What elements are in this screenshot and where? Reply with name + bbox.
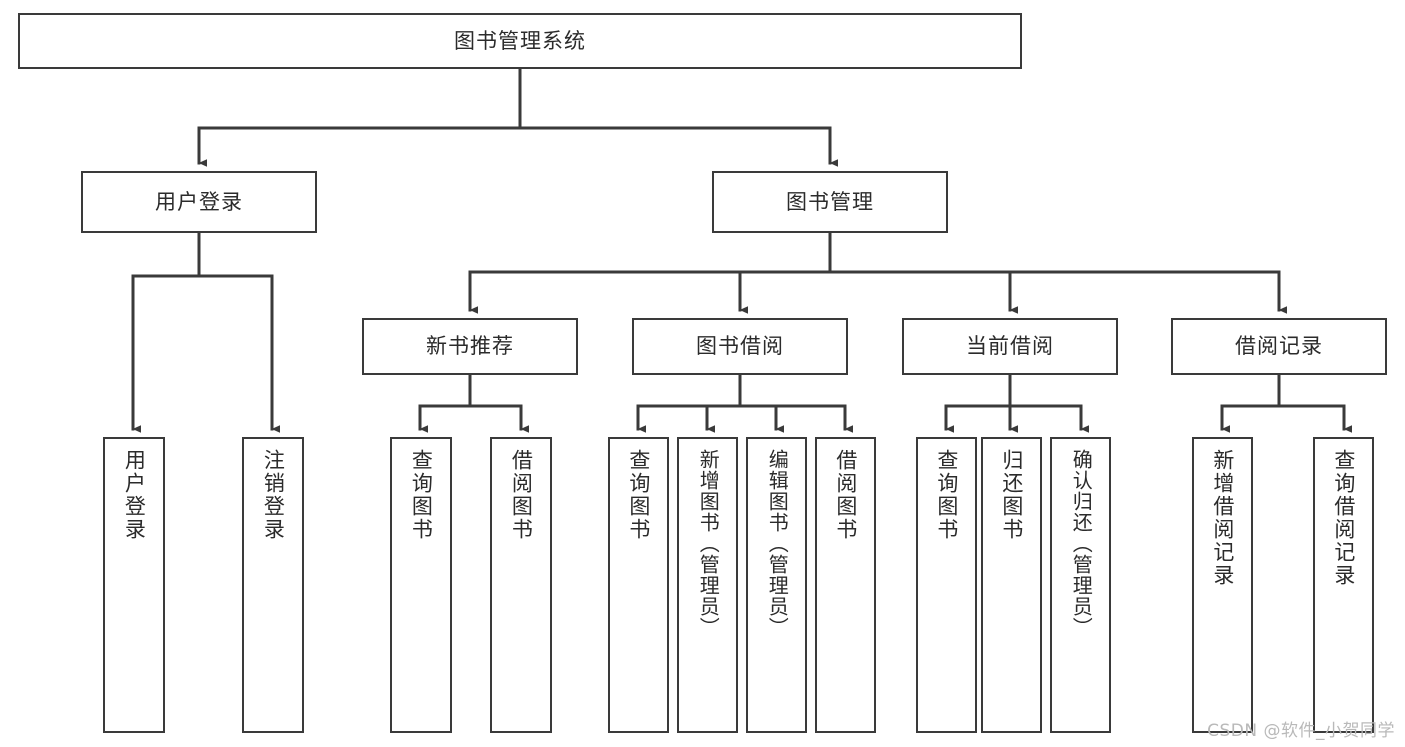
- node-leaf-confirm-return[interactable]: 确认归还（管理员）: [1050, 437, 1111, 733]
- watermark-text: CSDN @软件_小贺同学: [1207, 721, 1395, 741]
- node-book-manage[interactable]: 图书管理: [712, 171, 948, 233]
- node-leaf-edit-book-label: 编辑图书（管理员）: [765, 449, 790, 638]
- node-leaf-logout-login[interactable]: 注销登录: [242, 437, 304, 733]
- node-user-login[interactable]: 用户登录: [81, 171, 317, 233]
- node-new-book-recommend-label: 新书推荐: [426, 334, 514, 359]
- node-leaf-query-book-2-label: 查询图书: [626, 449, 651, 541]
- node-leaf-add-record-label: 新增借阅记录: [1210, 449, 1235, 587]
- node-leaf-return-book-label: 归还图书: [999, 449, 1024, 541]
- node-book-manage-label: 图书管理: [786, 189, 874, 214]
- node-book-borrow[interactable]: 图书借阅: [632, 318, 848, 375]
- node-leaf-borrow-book-1[interactable]: 借阅图书: [490, 437, 552, 733]
- node-leaf-query-book-1[interactable]: 查询图书: [390, 437, 452, 733]
- node-leaf-user-login[interactable]: 用户登录: [103, 437, 165, 733]
- node-root-label: 图书管理系统: [454, 28, 586, 53]
- node-leaf-add-record[interactable]: 新增借阅记录: [1192, 437, 1253, 733]
- node-leaf-logout-login-label: 注销登录: [261, 449, 286, 541]
- node-leaf-confirm-return-label: 确认归还（管理员）: [1069, 449, 1094, 638]
- node-leaf-borrow-book-2-label: 借阅图书: [833, 449, 858, 541]
- node-borrow-record[interactable]: 借阅记录: [1171, 318, 1387, 375]
- node-current-borrow-label: 当前借阅: [966, 334, 1054, 359]
- node-leaf-add-book-label: 新增图书（管理员）: [696, 449, 721, 638]
- node-leaf-query-book-2[interactable]: 查询图书: [608, 437, 669, 733]
- node-user-login-label: 用户登录: [155, 189, 243, 214]
- node-leaf-query-book-3-label: 查询图书: [934, 449, 959, 541]
- node-root[interactable]: 图书管理系统: [18, 13, 1022, 69]
- node-leaf-borrow-book-1-label: 借阅图书: [509, 449, 534, 541]
- node-borrow-record-label: 借阅记录: [1235, 334, 1323, 359]
- node-leaf-add-book[interactable]: 新增图书（管理员）: [677, 437, 738, 733]
- node-new-book-recommend[interactable]: 新书推荐: [362, 318, 578, 375]
- node-leaf-return-book[interactable]: 归还图书: [981, 437, 1042, 733]
- node-current-borrow[interactable]: 当前借阅: [902, 318, 1118, 375]
- node-leaf-query-book-1-label: 查询图书: [409, 449, 434, 541]
- node-leaf-user-login-label: 用户登录: [122, 449, 147, 541]
- node-leaf-edit-book[interactable]: 编辑图书（管理员）: [746, 437, 807, 733]
- node-leaf-borrow-book-2[interactable]: 借阅图书: [815, 437, 876, 733]
- node-leaf-query-record[interactable]: 查询借阅记录: [1313, 437, 1374, 733]
- node-leaf-query-record-label: 查询借阅记录: [1331, 449, 1356, 587]
- node-leaf-query-book-3[interactable]: 查询图书: [916, 437, 977, 733]
- node-book-borrow-label: 图书借阅: [696, 334, 784, 359]
